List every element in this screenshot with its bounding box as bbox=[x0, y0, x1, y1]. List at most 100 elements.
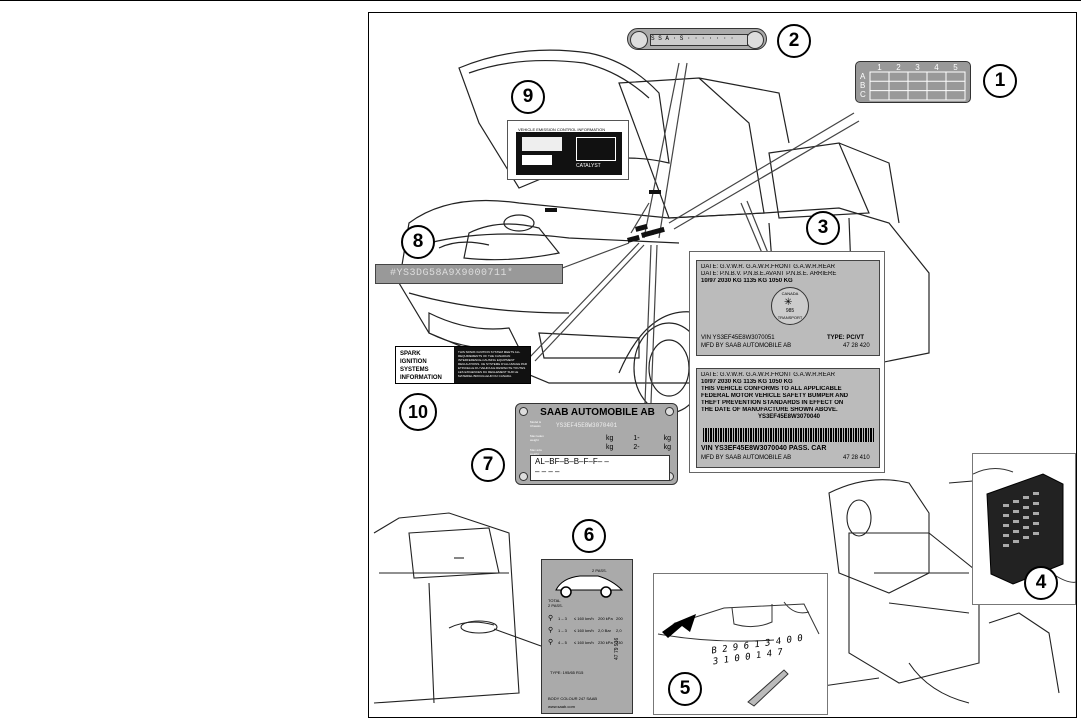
plate-6-tyre: 2 PASS. TOTAL 2 PASS. ⚲ 1 – 3 ≤ 160 km/h… bbox=[541, 559, 633, 714]
p7-side-2: Chassis bbox=[530, 424, 541, 428]
p3b-code: 47 28 410 bbox=[843, 455, 870, 461]
p6-r3-speed: ≤ 160 km/h bbox=[574, 640, 594, 645]
callout-10: 10 bbox=[399, 393, 437, 431]
diagram-frame: S S A · S · · · · · · · 1 2 3 4 5 A B C bbox=[368, 12, 1077, 718]
callout-2: 2 bbox=[777, 24, 811, 58]
p3t-line1: DATE: G.V.W.R. G.A.W.R.FRONT G.A.W.R.REA… bbox=[701, 264, 835, 270]
p3t-code: 47 28 420 bbox=[843, 343, 870, 349]
p3t-vin: VIN YS3EF45E8W3070051 bbox=[701, 335, 775, 341]
p6-type: TYPE: 195/65 R15 bbox=[550, 670, 584, 675]
seal-top: CANADA bbox=[781, 291, 799, 296]
p6-r1-f: 200 kPa bbox=[598, 616, 613, 621]
spark-title-2: IGNITION bbox=[400, 359, 427, 365]
p7-kg-end-2: kg bbox=[663, 444, 671, 451]
p6-r2-speed: ≤ 160 km/h bbox=[574, 628, 594, 633]
label-2-text: S S A · S · · · · · · · bbox=[650, 34, 748, 46]
label-4-box bbox=[972, 453, 1076, 605]
callout-4: 4 bbox=[1024, 566, 1058, 600]
p3b-line5: THEFT PREVENTION STANDARDS IN EFFECT ON bbox=[701, 400, 844, 406]
grid-col-4: 4 bbox=[934, 63, 939, 72]
p6-footer: BODY COLOUR 247 SAAB bbox=[548, 696, 598, 701]
grid-row-c: C bbox=[860, 90, 866, 99]
p7-kg-2: kg bbox=[606, 444, 614, 451]
label-8-text: #YS3DG58A9X9000711* bbox=[390, 268, 514, 279]
grid-col-2: 2 bbox=[896, 63, 901, 72]
p6-code: 47 79 936 bbox=[614, 637, 620, 660]
p6-r3-r: 230 bbox=[616, 640, 623, 645]
p6-passengers: 2 PASS. bbox=[592, 568, 607, 573]
callout-9: 9 bbox=[511, 80, 545, 114]
p7-code: AL–BF–B–B–F–F– – bbox=[535, 457, 609, 466]
p7-code-2: – – – – bbox=[535, 467, 560, 476]
p3t-type: TYPE: PC/VT bbox=[827, 335, 865, 341]
label-9-catalyst: CATALYST bbox=[576, 163, 601, 169]
seal-bottom: TRANSPORT bbox=[777, 315, 803, 320]
p6-r1-r: 200 bbox=[616, 616, 623, 621]
spark-title-3: SYSTEMS bbox=[400, 367, 429, 373]
p3b-mfd: MFD BY SAAB AUTOMOBILE AB bbox=[701, 455, 792, 461]
label-1-grid: 1 2 3 4 5 A B C bbox=[855, 61, 971, 103]
p7-serial: YS3EF45E8W3070401 bbox=[556, 422, 618, 429]
callout-5: 5 bbox=[668, 672, 702, 706]
p6-footer2: www.saab.com bbox=[548, 704, 575, 709]
p3t-line2: DATE: P.N.B.V. P.N.B.E.AVANT P.N.B.E. AR… bbox=[701, 271, 837, 277]
plate-7-saab: SAAB AUTOMOBILE AB Model & Chassis Max l… bbox=[515, 403, 678, 485]
canada-seal: CANADA ✳ 985 TRANSPORT bbox=[771, 287, 809, 325]
p7-side-3: Max laden bbox=[530, 434, 544, 438]
spark-ignition-label: SPARK IGNITION SYSTEMS INFORMATION THIS … bbox=[395, 346, 531, 384]
top-rule bbox=[0, 0, 1081, 1]
label-9-emission: VEHICLE EMISSION CONTROL INFORMATION CAT… bbox=[516, 127, 622, 175]
plate-7-title: SAAB AUTOMOBILE AB bbox=[540, 407, 655, 418]
barcode bbox=[703, 428, 875, 442]
p7-kg-end-1: kg bbox=[663, 435, 671, 442]
grid-row-b: B bbox=[860, 81, 866, 90]
grid-col-5: 5 bbox=[953, 63, 958, 72]
seal-num: 985 bbox=[785, 308, 795, 314]
p3t-line3: 10/97 2030 KG 1135 KG 1050 KG bbox=[701, 278, 793, 284]
callout-7: 7 bbox=[471, 448, 505, 482]
plate-3-us: DATE: G.V.W.R. G.A.W.R.FRONT G.A.W.R.REA… bbox=[696, 368, 880, 468]
p6-total2: 2 PASS. bbox=[548, 603, 563, 608]
callout-6: 6 bbox=[572, 519, 606, 553]
p6-r3-f: 230 kPa bbox=[598, 640, 613, 645]
p6-r3-load: 4 – 5 bbox=[558, 640, 567, 645]
p6-r2-r: 2,0 bbox=[616, 628, 622, 633]
p6-r1-load: 1 – 3 bbox=[558, 616, 567, 621]
maple-leaf-icon: ✳ bbox=[784, 297, 793, 308]
p7-side-6: weight bbox=[530, 452, 539, 456]
plate-3-canada: DATE: G.V.W.R. G.A.W.R.FRONT G.A.W.R.REA… bbox=[696, 260, 880, 356]
p3b-vin-top: YS3EF45E8W3070040 bbox=[757, 414, 821, 420]
p3b-vin-line: VIN YS3EF45E8W3070040 PASS. CAR bbox=[701, 445, 827, 452]
p6-r2-load: 1 – 3 bbox=[558, 628, 567, 633]
grid-col-3: 3 bbox=[915, 63, 920, 72]
p3b-line1: DATE: G.V.W.R. G.A.W.R.FRONT G.A.W.R.REA… bbox=[701, 372, 835, 378]
person-icon-1: ⚲ bbox=[548, 615, 554, 622]
person-icon-3: ⚲ bbox=[548, 639, 554, 646]
spark-title-1: SPARK bbox=[400, 351, 421, 357]
spark-body: THIS SPARK IGNITION SYSTEM MEETS ALL REQ… bbox=[458, 350, 527, 378]
p7-two: 2- bbox=[633, 444, 640, 451]
p3b-line2: 10/97 2030 KG 1135 KG 1050 KG bbox=[701, 379, 793, 385]
person-icon-2: ⚲ bbox=[548, 627, 554, 634]
label-3-box: DATE: G.V.W.R. G.A.W.R.FRONT G.A.W.R.REA… bbox=[689, 251, 885, 473]
p3b-line4: FEDERAL MOTOR VEHICLE SAFETY BUMPER AND bbox=[701, 393, 849, 399]
p3b-line6: THE DATE OF MANUFACTURE SHOWN ABOVE. bbox=[701, 407, 838, 413]
p7-side-5: Max axle bbox=[530, 448, 543, 452]
p7-one: 1- bbox=[633, 435, 640, 442]
grid-row-a: A bbox=[860, 72, 866, 81]
p3t-mfd: MFD BY SAAB AUTOMOBILE AB bbox=[701, 343, 792, 349]
grid-col-1: 1 bbox=[877, 63, 882, 72]
spark-title-4: INFORMATION bbox=[400, 375, 442, 381]
p3b-line3: THIS VEHICLE CONFORMS TO ALL APPLICABLE bbox=[701, 386, 842, 392]
p7-side-4: weight bbox=[530, 438, 539, 442]
p7-kg-1: kg bbox=[606, 435, 614, 442]
callout-8: 8 bbox=[401, 225, 435, 259]
p6-r1-speed: ≤ 160 km/h bbox=[574, 616, 594, 621]
label-8-vin-strip: #YS3DG58A9X9000711* bbox=[375, 264, 563, 284]
p6-r2-f: 2,0 Bar bbox=[598, 628, 611, 633]
callout-3: 3 bbox=[806, 211, 840, 245]
label-2: S S A · S · · · · · · · bbox=[627, 28, 767, 50]
label-9-box: VEHICLE EMISSION CONTROL INFORMATION CAT… bbox=[507, 120, 629, 180]
callout-1: 1 bbox=[983, 64, 1017, 98]
label-9-header: VEHICLE EMISSION CONTROL INFORMATION bbox=[516, 127, 622, 132]
